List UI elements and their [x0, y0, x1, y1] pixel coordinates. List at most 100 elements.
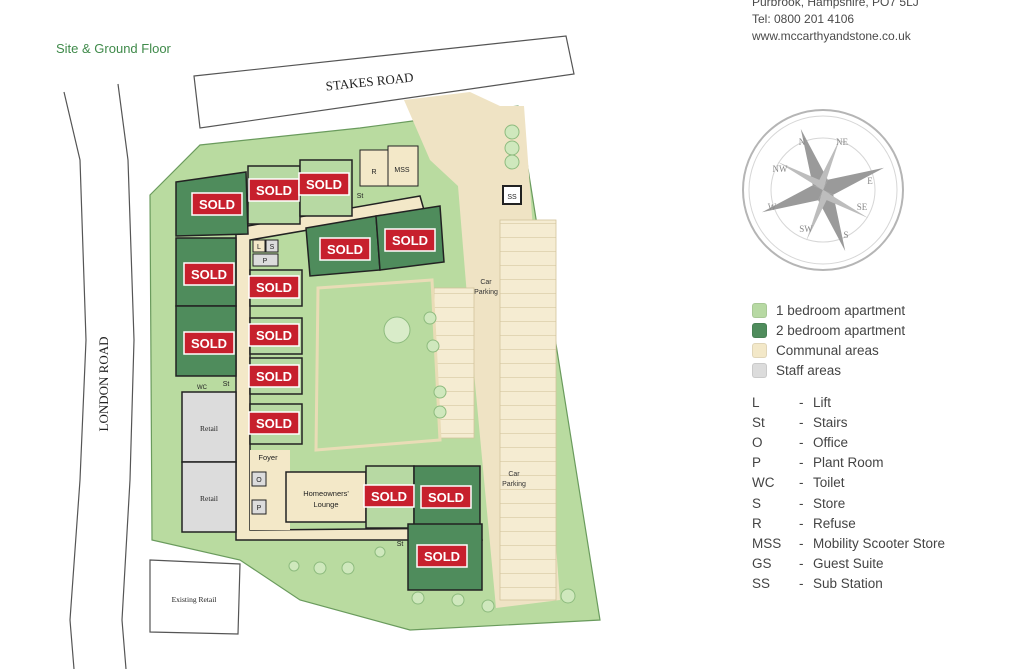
- sold-text-8: SOLD: [191, 336, 227, 351]
- sold-text-11: SOLD: [256, 416, 292, 431]
- lift-label: L: [257, 244, 261, 251]
- sold-labels: SOLD SOLD SOLD SOLD SOLD SOLD SOLD SOLD …: [183, 172, 472, 568]
- compass-nw: NW: [773, 164, 788, 174]
- sub-station-label: SS: [507, 194, 517, 201]
- foyer-label: Foyer: [258, 453, 278, 462]
- retail-2-label: Retail: [200, 494, 218, 503]
- compass-sw: SW: [799, 224, 813, 234]
- sold-badge-5: [384, 228, 436, 252]
- wc-label: WC: [197, 385, 208, 391]
- plant-room-north: [252, 253, 279, 267]
- sold-badge-10: [248, 364, 300, 388]
- refuse-label: R: [371, 169, 376, 176]
- address-line: Purbrook, Hampshire, PO7 5LJ: [752, 0, 919, 9]
- abbr-code: R: [752, 515, 762, 531]
- abbr-code: MSS: [752, 535, 782, 551]
- abbr-meaning: Refuse: [813, 515, 856, 531]
- sold-badge-6: [183, 262, 235, 286]
- swatch-2-bed: [752, 322, 767, 338]
- car-parking-label-north-1: Car: [480, 279, 492, 286]
- abbr-meaning: Office: [813, 434, 849, 450]
- existing-retail: [149, 559, 241, 635]
- abbr-meaning: Sub Station: [813, 576, 883, 592]
- sold-text-1: SOLD: [199, 197, 235, 212]
- abbr-dash: -: [799, 394, 804, 410]
- abbr-row: P-Plant Room: [752, 453, 945, 473]
- abbr-code: L: [752, 394, 760, 410]
- abbr-meaning: Guest Suite: [813, 556, 884, 572]
- stairs-north-label: St: [357, 193, 364, 200]
- car-parking-label-south-1: Car: [508, 471, 520, 478]
- compass-s: S: [843, 230, 848, 240]
- sold-badge-12: [363, 484, 415, 508]
- abbr-dash: -: [799, 475, 804, 491]
- key-row-2-bed: 2 bedroom apartment: [752, 320, 905, 340]
- stakes-road: [193, 35, 575, 129]
- communal-garden: [314, 278, 442, 452]
- plant-room-south: [251, 499, 267, 515]
- abbr-meaning: Stairs: [813, 414, 848, 430]
- key-label-1-bed: 1 bedroom apartment: [776, 302, 906, 318]
- sub-station: [502, 185, 522, 205]
- store-north: [265, 239, 279, 253]
- car-parking-label-south-2: Parking: [502, 481, 526, 488]
- lounge-label-1: Homeowners': [303, 489, 349, 498]
- plant-room-north-label: P: [263, 258, 268, 265]
- abbr-code: St: [752, 414, 765, 430]
- sold-text-2: SOLD: [256, 183, 292, 198]
- abbr-row: GS-Guest Suite: [752, 554, 945, 574]
- abbr-dash: -: [799, 434, 804, 450]
- stairs-west-label: St: [223, 381, 230, 388]
- abbr-code: SS: [752, 576, 771, 592]
- abbr-meaning: Toilet: [813, 475, 845, 491]
- sold-badge-11: [248, 411, 300, 435]
- existing-retail-label: Existing Retail: [172, 595, 217, 604]
- abbr-code: WC: [752, 475, 775, 491]
- abbr-dash: -: [799, 535, 804, 551]
- sold-badge-14: [416, 544, 468, 568]
- abbr-meaning: Lift: [813, 394, 832, 410]
- key-row-communal: Communal areas: [752, 340, 905, 360]
- office-label: O: [256, 477, 262, 484]
- abbr-row: MSS -Mobility Scooter Store: [752, 533, 945, 553]
- compass-e: E: [867, 176, 873, 186]
- abbr-row: R-Refuse: [752, 513, 945, 533]
- sold-text-14: SOLD: [424, 549, 460, 564]
- abbr-row: S-Store: [752, 493, 945, 513]
- sold-badge-7: [248, 275, 300, 299]
- abbr-meaning: Mobility Scooter Store: [813, 535, 946, 551]
- sold-badge-4: [319, 237, 371, 261]
- abbr-row: St -Stairs: [752, 412, 945, 432]
- lounge-label-2: Lounge: [313, 500, 338, 509]
- stairs-south-label: St: [397, 541, 404, 548]
- sold-badge-3: [298, 172, 350, 196]
- key-label-staff: Staff areas: [776, 362, 842, 378]
- abbr-dash: -: [799, 414, 804, 430]
- office: [251, 471, 267, 487]
- compass-ne: NE: [836, 137, 848, 147]
- abbr-code: S: [752, 495, 762, 511]
- garden-tree: [383, 316, 411, 344]
- sold-text-7: SOLD: [256, 280, 292, 295]
- abbr-code: O: [752, 434, 763, 450]
- abbr-dash: -: [799, 455, 804, 471]
- car-parking-label-north-2: Parking: [474, 289, 498, 296]
- abbr-row: L -Lift: [752, 392, 945, 412]
- abbr-code: P: [752, 455, 762, 471]
- london-road-edge-right: [117, 83, 135, 669]
- apartment-key: 1 bedroom apartment 2 bedroom apartment …: [752, 300, 905, 380]
- website-link[interactable]: www.mccarthyandstone.co.uk: [752, 29, 911, 43]
- abbr-row: WC -Toilet: [752, 473, 945, 493]
- london-road-label: LONDON ROAD: [96, 337, 111, 432]
- plant-room-south-label: P: [257, 505, 262, 512]
- key-label-2-bed: 2 bedroom apartment: [776, 322, 906, 338]
- sold-text-5: SOLD: [392, 233, 428, 248]
- parking-bays-east: [499, 219, 557, 601]
- mobility-scooter-store: [387, 145, 419, 187]
- foyer: [250, 450, 290, 530]
- sold-badge-8: [183, 331, 235, 355]
- key-row-1-bed: 1 bedroom apartment: [752, 300, 905, 320]
- telephone: Tel: 0800 201 4106: [752, 12, 855, 26]
- mss-label: MSS: [394, 167, 410, 174]
- retail-1-label: Retail: [200, 424, 218, 433]
